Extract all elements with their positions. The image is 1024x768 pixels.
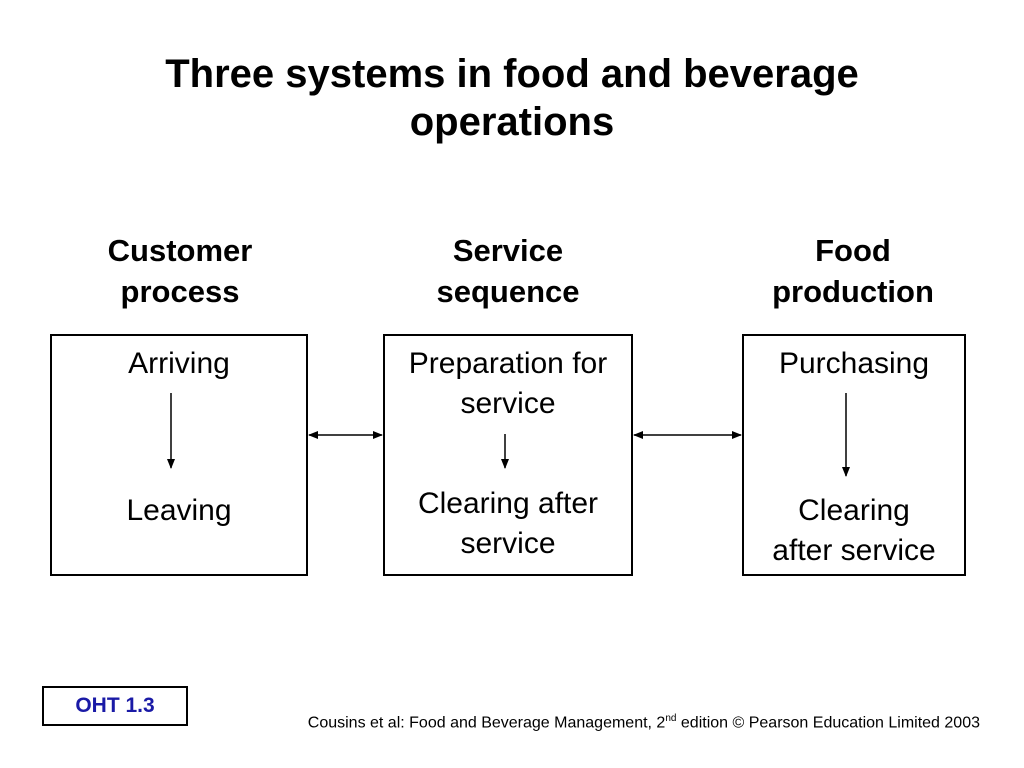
heading-food-production: Food production [743,230,963,312]
heading-customer-line-2: process [120,274,240,309]
customer-step-start: Arriving [52,344,306,384]
heading-service-sequence: Service sequence [398,230,618,312]
customer-step-end: Leaving [52,491,306,531]
footer-citation: Cousins et al: Food and Beverage Managem… [200,709,980,733]
customer-process-box: Arriving Leaving [50,334,308,576]
heading-food-line-2: production [772,274,934,309]
oht-badge: OHT 1.3 [42,686,188,726]
customer-step-start-line-1: Arriving [128,347,230,380]
page-title: Three systems in food and beverage opera… [60,50,964,146]
customer-step-end-line-1: Leaving [126,494,232,527]
service-step-start-line-2: service [460,387,556,420]
heading-service-line-1: Service [452,233,564,268]
service-step-end: Clearing after service [385,484,631,564]
footer-text-after: edition © Pearson Education Limited 2003 [676,714,980,732]
service-step-end-line-2: service [460,527,556,560]
food-step-start-line-1: Purchasing [778,347,930,380]
food-production-box: Purchasing Clearing after service [742,334,966,576]
title-line-2: operations [409,100,615,144]
heading-food-line-1: Food [815,233,891,268]
footer-superscript: nd [665,713,677,724]
food-step-end: Clearing after service [744,491,964,571]
title-line-1: Three systems in food and beverage [165,52,859,96]
service-step-end-line-1: Clearing after [417,487,599,520]
service-step-start-line-1: Preparation for [408,347,608,380]
footer-text-before: Cousins et al: Food and Beverage Managem… [307,714,666,732]
food-step-end-line-1: Clearing [798,494,910,527]
heading-service-line-2: sequence [436,274,580,309]
heading-customer-line-1: Customer [107,233,253,268]
food-step-end-line-2: after service [772,534,936,567]
service-step-start: Preparation for service [385,344,631,424]
food-step-start: Purchasing [744,344,964,384]
heading-customer-process: Customer process [70,230,290,312]
oht-badge-label: OHT 1.3 [75,694,155,717]
service-sequence-box: Preparation for service Clearing after s… [383,334,633,576]
